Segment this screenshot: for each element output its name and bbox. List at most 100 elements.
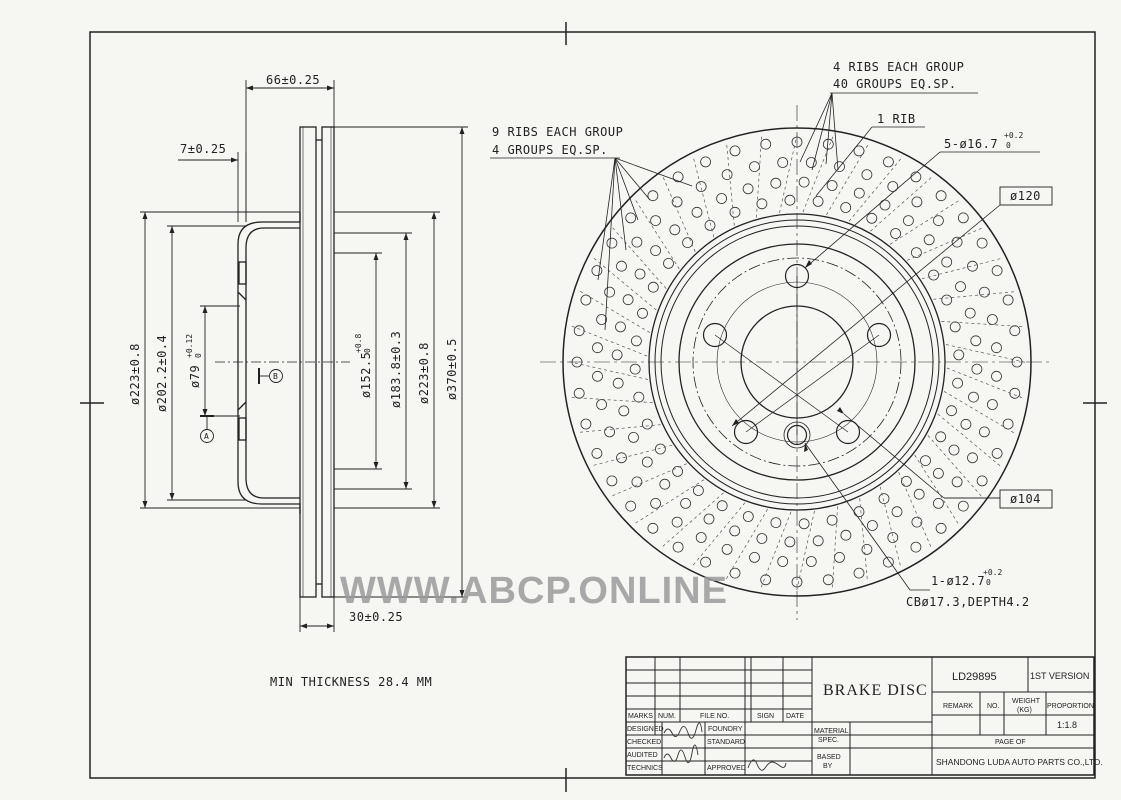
- drilled-hole: [948, 444, 960, 456]
- drilled-hole: [596, 314, 607, 325]
- tb-sign: SIGN: [757, 713, 774, 720]
- drilled-hole: [798, 176, 810, 188]
- drilled-hole: [798, 518, 810, 530]
- drilled-hole: [615, 321, 626, 333]
- drilled-hole: [682, 237, 693, 249]
- drilled-hole: [784, 536, 796, 548]
- drilled-hole: [634, 268, 646, 280]
- dim-diam-370: ø370±0.5: [445, 338, 459, 400]
- drilled-hole: [606, 237, 618, 249]
- drilled-hole: [822, 574, 834, 586]
- dim-diam-79-tol-upper: +0.12: [185, 334, 194, 358]
- dim-diam-152: ø152.5: [359, 352, 373, 398]
- dim-thickness-30: 30±0.25: [349, 610, 403, 624]
- drilled-hole: [911, 516, 923, 528]
- drilled-hole: [979, 426, 990, 438]
- tb-no: NO.: [987, 703, 1000, 710]
- dim-width-66: 66±0.25: [266, 73, 320, 87]
- drilled-hole: [991, 370, 1002, 382]
- drilled-hole: [976, 475, 988, 487]
- vent-rib: [898, 472, 932, 549]
- drilled-hole: [891, 506, 903, 518]
- vent-rib: [634, 198, 680, 270]
- drilled-hole: [883, 556, 894, 568]
- drilled-hole: [991, 447, 1003, 459]
- drilled-hole: [611, 349, 623, 361]
- vent-rib: [610, 463, 687, 497]
- drilled-hole: [946, 405, 957, 417]
- drilled-hole: [612, 377, 624, 389]
- note-5-holes-tol-lower: 0: [1006, 141, 1011, 150]
- drilled-hole: [1002, 294, 1014, 306]
- drilled-hole: [777, 157, 789, 168]
- drilled-hole: [941, 294, 953, 306]
- tb-company: SHANDONG LUDA AUTO PARTS CO.,LTD.: [936, 757, 1103, 767]
- drilled-hole: [935, 522, 947, 534]
- drilled-hole: [650, 215, 661, 227]
- drilled-hole: [840, 202, 852, 213]
- drilled-hole: [571, 356, 583, 368]
- vent-rib: [726, 143, 735, 226]
- drilled-hole: [641, 456, 653, 468]
- drilled-hole: [834, 552, 845, 563]
- tb-version: 1ST VERSION: [1030, 671, 1089, 681]
- drilled-hole: [618, 405, 630, 417]
- vent-rib: [578, 424, 661, 433]
- vent-rib: [933, 291, 1016, 300]
- vent-rib: [633, 479, 705, 525]
- drilled-hole: [616, 260, 627, 272]
- vent-rib: [870, 176, 933, 232]
- wheel-bolt-hole: [866, 322, 892, 348]
- drilled-hole: [647, 522, 659, 534]
- d120-label-box: [999, 186, 1053, 206]
- drilled-hole: [756, 198, 768, 210]
- note-5-holes: 5-ø16.7: [944, 137, 998, 151]
- note-d104: ø104: [1010, 492, 1041, 506]
- drilled-hole: [671, 196, 683, 208]
- drilled-hole: [987, 399, 998, 410]
- drilled-hole: [910, 541, 922, 553]
- dim-diam-152-tol-upper: +0.8: [354, 334, 363, 353]
- note-1-hole-tol-lower: 0: [986, 578, 991, 587]
- drilled-hole: [716, 193, 727, 204]
- drilled-hole: [861, 544, 873, 555]
- tb-technics: TECHNICS: [627, 765, 663, 772]
- drilled-hole: [760, 574, 772, 586]
- drilled-hole: [650, 497, 661, 509]
- drilled-hole: [695, 181, 707, 192]
- drilled-hole: [628, 431, 639, 443]
- note-9-ribs-line1: 9 RIBS EACH GROUP: [492, 125, 623, 139]
- drilled-hole: [805, 556, 817, 567]
- datum-b-label: B: [273, 372, 278, 381]
- d104-label-box: [999, 489, 1053, 509]
- tb-material-2: SPEC.: [818, 737, 839, 744]
- drilled-hole: [580, 294, 592, 306]
- front-view: [540, 105, 1053, 620]
- drilled-hole: [641, 418, 653, 430]
- tb-standard: STANDARD: [707, 739, 745, 746]
- drilled-hole: [791, 576, 803, 588]
- drilled-hole: [861, 169, 873, 181]
- drilled-hole: [591, 447, 603, 459]
- drilled-hole: [991, 265, 1003, 277]
- vent-rib: [661, 492, 724, 548]
- drilled-hole: [805, 157, 817, 168]
- drilled-hole: [784, 194, 796, 206]
- drilled-hole: [625, 500, 637, 512]
- drilled-hole: [631, 335, 642, 347]
- drilled-hole: [700, 156, 711, 168]
- vent-rib: [756, 134, 763, 218]
- drilled-hole: [729, 206, 741, 218]
- drilled-hole: [592, 342, 603, 354]
- tb-weight-2: (KG): [1017, 707, 1032, 714]
- dim-diam-79-tol-lower: 0: [194, 353, 203, 358]
- drilled-hole: [812, 535, 824, 547]
- drilled-hole: [721, 544, 733, 555]
- drilled-hole: [721, 169, 733, 181]
- drilled-hole: [770, 517, 782, 528]
- drilled-hole: [742, 511, 754, 522]
- tb-file-no: FILE NO.: [700, 713, 729, 720]
- tb-foundry: FOUNDRY: [708, 726, 743, 733]
- tb-based-2: BY: [823, 763, 833, 770]
- vent-rib: [927, 435, 983, 498]
